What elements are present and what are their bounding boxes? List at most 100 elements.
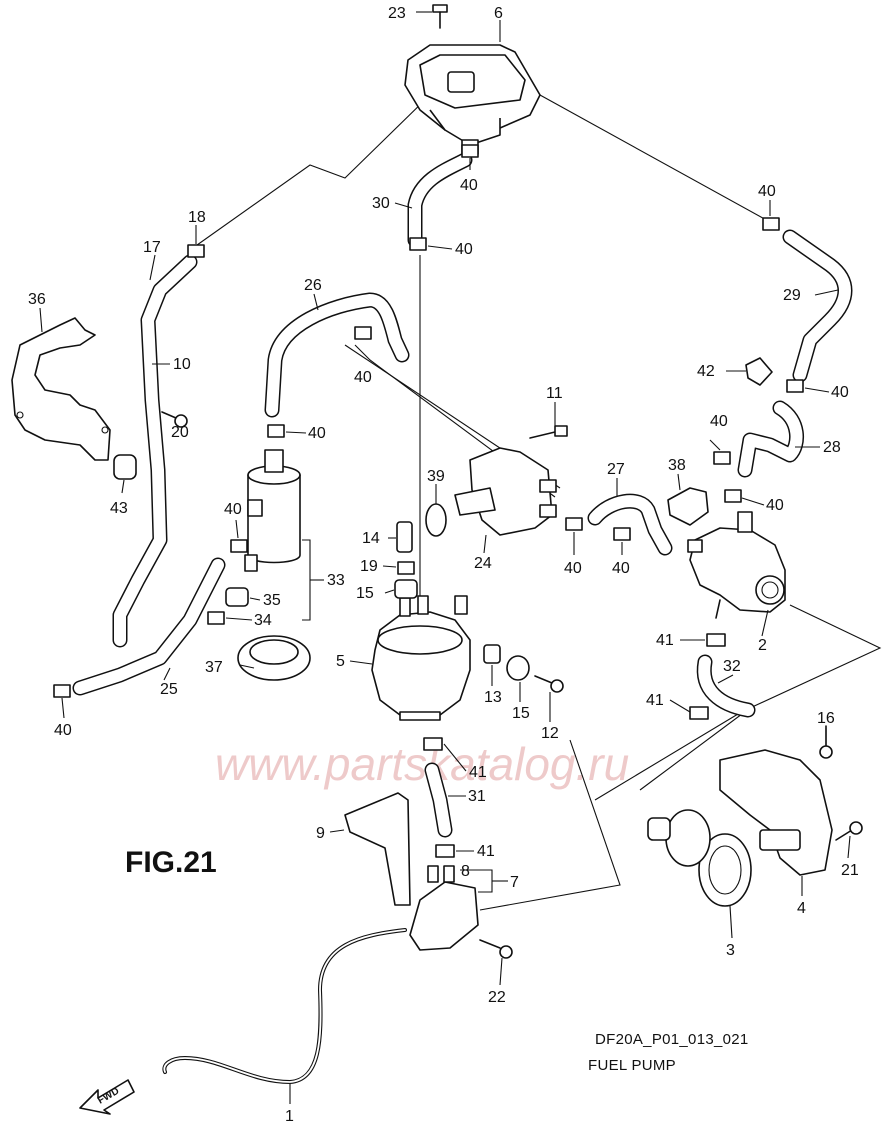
- callout-23: 23: [388, 5, 406, 22]
- part-3-pump-clamp: [647, 809, 752, 907]
- clamp-40-27: [565, 517, 631, 541]
- part-29-hose: [782, 229, 853, 383]
- part-19-clamp: [397, 561, 415, 575]
- callout-9: 9: [316, 825, 325, 842]
- callout-29: 29: [783, 287, 801, 304]
- callout-40: 40: [54, 722, 72, 739]
- fwd-arrow-icon: FWD: [79, 1079, 135, 1115]
- callout-2: 2: [758, 637, 767, 654]
- part-20-bolt: [161, 411, 188, 428]
- callout-40: 40: [308, 425, 326, 442]
- part-36-bracket: [11, 317, 111, 461]
- clamp-40-top: [409, 144, 479, 251]
- callout-41: 41: [477, 843, 495, 860]
- callout-30: 30: [372, 195, 390, 212]
- callout-13: 13: [484, 689, 502, 706]
- callout-12: 12: [541, 725, 559, 742]
- callout-16: 16: [817, 710, 835, 727]
- part-10-17-long-hose: [112, 254, 198, 648]
- part-1-fuel-line: [162, 928, 407, 1085]
- clamp-18: [187, 244, 205, 258]
- part-22-bolt: [479, 939, 513, 959]
- part-15-grommet-side: [506, 655, 530, 681]
- part-24-valve: [454, 447, 557, 536]
- figure-caption: FUEL PUMP: [588, 1057, 676, 1074]
- callout-41: 41: [469, 764, 487, 781]
- part-33-fuel-filter: [244, 449, 301, 572]
- clamp-41-2: [706, 633, 726, 647]
- clamp-41-32: [689, 706, 709, 720]
- part-27-hose: [587, 493, 673, 556]
- part-25-hose: [72, 557, 226, 696]
- part-34-clamp: [207, 611, 225, 625]
- part-9-bracket: [344, 792, 411, 906]
- callout-40: 40: [455, 241, 473, 258]
- callout-17: 17: [143, 239, 161, 256]
- part-30-hose: [407, 152, 473, 248]
- part-13-collar: [483, 644, 501, 664]
- callout-21: 21: [841, 862, 859, 879]
- callout-6: 6: [494, 5, 503, 22]
- part-43-grommet: [113, 454, 137, 480]
- callout-10: 10: [173, 356, 191, 373]
- callout-40: 40: [766, 497, 784, 514]
- callout-8: 8: [461, 863, 470, 880]
- part-23-screw: [432, 4, 448, 29]
- part-39-o-ring: [425, 503, 447, 537]
- callout-5: 5: [336, 653, 345, 670]
- part-7-strainer: [409, 865, 479, 951]
- part-12-bolt: [534, 675, 564, 693]
- part-4-bracket: [719, 749, 833, 876]
- callout-11: 11: [546, 385, 563, 402]
- callout-15: 15: [512, 705, 530, 722]
- part-11-bolt: [529, 425, 568, 439]
- part-42-clip: [745, 357, 773, 386]
- callout-40: 40: [354, 369, 372, 386]
- callout-40: 40: [224, 501, 242, 518]
- part-21-bolt: [835, 821, 863, 841]
- clamp-40-29: [762, 217, 804, 393]
- callout-34: 34: [254, 612, 272, 629]
- part-14-sleeve: [396, 521, 413, 553]
- clamp-41-31: [423, 737, 455, 858]
- callout-22: 22: [488, 989, 506, 1006]
- callout-40: 40: [831, 384, 849, 401]
- callout-19: 19: [360, 558, 378, 575]
- callout-32: 32: [723, 658, 741, 675]
- callout-39: 39: [427, 468, 445, 485]
- callout-40: 40: [564, 560, 582, 577]
- callout-40: 40: [460, 177, 478, 194]
- callout-27: 27: [607, 461, 625, 478]
- callout-42: 42: [697, 363, 715, 380]
- callout-43: 43: [110, 500, 128, 517]
- part-6-vapor-chamber: [404, 44, 541, 155]
- callout-14: 14: [362, 530, 380, 547]
- callout-24: 24: [474, 555, 492, 572]
- callout-20: 20: [171, 424, 189, 441]
- leader-lines: [39, 11, 851, 1104]
- figure-code: DF20A_P01_013_021: [595, 1031, 749, 1048]
- callout-36: 36: [28, 291, 46, 308]
- callout-26: 26: [304, 277, 322, 294]
- figure-label: FIG.21: [125, 846, 217, 879]
- callout-7: 7: [510, 874, 519, 891]
- callout-40: 40: [758, 183, 776, 200]
- part-28-hose: [737, 400, 804, 478]
- assembly-reference-lines: [189, 94, 882, 911]
- callout-1: 1: [285, 1108, 294, 1125]
- callout-37: 37: [205, 659, 223, 676]
- callout-41: 41: [656, 632, 674, 649]
- callout-33: 33: [327, 572, 345, 589]
- part-38-connector: [667, 487, 709, 526]
- callout-4: 4: [797, 900, 806, 917]
- callout-3: 3: [726, 942, 735, 959]
- part-26-hose: [264, 292, 410, 418]
- callout-40: 40: [710, 413, 728, 430]
- callout-40: 40: [612, 560, 630, 577]
- callout-15: 15: [356, 585, 374, 602]
- part-37-holder: [237, 635, 311, 681]
- callout-numbers: 23 6 40 30 40 40 18 17 36 10 26 29 40 42…: [28, 5, 859, 1125]
- part-15-grommet-top: [394, 579, 418, 599]
